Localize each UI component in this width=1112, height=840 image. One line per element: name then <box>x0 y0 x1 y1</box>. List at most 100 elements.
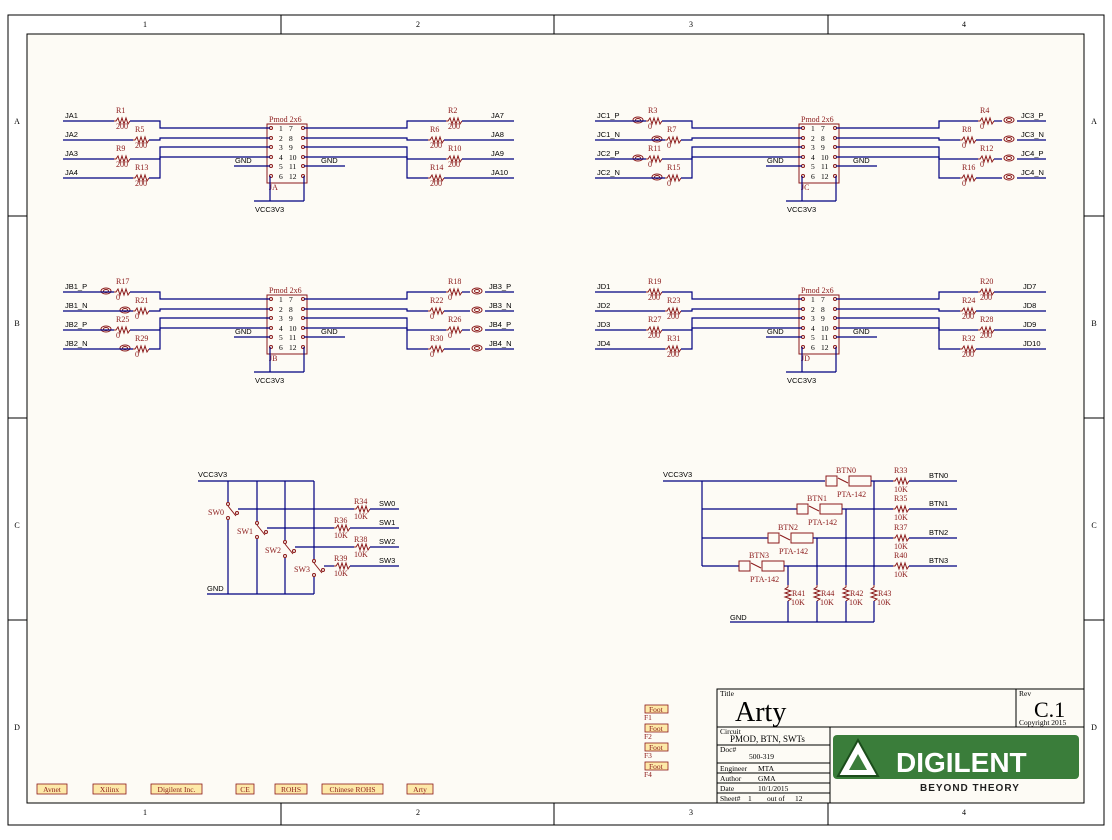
resistor-r16 <box>960 173 977 183</box>
resistor-ref: R27 <box>648 315 661 324</box>
bottom-tag-text: ROHS <box>281 785 301 794</box>
resistor-r15 <box>665 173 682 183</box>
copyright: Copyright 2015 <box>1019 718 1067 727</box>
resistor-ref: R5 <box>135 125 144 134</box>
port-symbol <box>1003 154 1015 162</box>
zone-row-right: C <box>1091 521 1096 530</box>
resistor-r26 <box>446 325 463 335</box>
net-label: JA2 <box>65 130 78 139</box>
resistor-ref: R22 <box>430 296 443 305</box>
switch-contact <box>283 540 287 544</box>
of-value: 12 <box>795 794 803 803</box>
pin-number: 1 <box>279 124 283 133</box>
foot-tag-text: Foot <box>649 724 664 733</box>
doc-value: 500-319 <box>749 752 774 761</box>
net-label: JB1_N <box>65 301 88 310</box>
resistor-value: 0 <box>448 293 452 302</box>
port-symbol <box>471 287 483 295</box>
resistor-ref: R13 <box>135 163 148 172</box>
zone-row-left: A <box>14 117 20 126</box>
date-value: 10/1/2015 <box>758 784 789 793</box>
wire <box>304 327 428 350</box>
zone-col-bottom: 4 <box>962 808 966 817</box>
wire <box>662 146 802 160</box>
button-body <box>767 532 780 544</box>
net-label: JA7 <box>491 111 504 120</box>
net-label: JA3 <box>65 149 78 158</box>
resistor-r38 <box>354 542 371 552</box>
resistor-value: 200 <box>648 331 660 340</box>
vcc-label: VCC3V3 <box>663 470 692 479</box>
foot-tag <box>644 742 669 752</box>
pin-number: 6 <box>279 343 283 352</box>
resistor-ref: R36 <box>334 516 347 525</box>
foot-tag-label: F3 <box>644 751 652 760</box>
resistor-r29 <box>133 344 150 354</box>
net-label: JC1_P <box>597 111 620 120</box>
connector-body <box>266 123 308 184</box>
wire <box>836 308 960 312</box>
wire <box>836 146 978 160</box>
resistor-value: 200 <box>116 122 128 131</box>
pin-number: 7 <box>289 124 293 133</box>
resistor-r21 <box>133 306 150 316</box>
resistor-ref: R15 <box>667 163 680 172</box>
net-label: JB4_N <box>489 339 512 348</box>
resistor-value: 10K <box>877 598 891 607</box>
vcc-label: VCC3V3 <box>787 376 816 385</box>
resistor-value: 200 <box>980 331 992 340</box>
net-label: JD4 <box>597 339 610 348</box>
foot-tag-text: Foot <box>649 743 664 752</box>
resistor-value: 200 <box>667 312 679 321</box>
net-label: JD7 <box>1023 282 1036 291</box>
foot-tag-label: F4 <box>644 770 652 779</box>
connector-type: Pmod 2x6 <box>801 115 834 124</box>
resistor-r34 <box>354 504 371 514</box>
resistor-value: 0 <box>135 350 139 359</box>
resistor-r2 <box>446 116 463 126</box>
resistor-value: 10K <box>791 598 805 607</box>
pin-number: 10 <box>821 153 829 162</box>
pin-number: 8 <box>821 305 825 314</box>
circuit-value: PMOD, BTN, SWTs <box>730 734 805 744</box>
button-ref: BTN1 <box>807 494 827 503</box>
resistor-r20 <box>978 287 995 297</box>
resistor-value: 200 <box>135 141 147 150</box>
port-symbol <box>100 287 112 295</box>
resistor-ref: R35 <box>894 494 907 503</box>
switch-contact <box>255 521 259 525</box>
net-label: JB3_N <box>489 301 512 310</box>
pin-number: 1 <box>279 295 283 304</box>
net-label: JC4_N <box>1021 168 1044 177</box>
net-label: JB4_P <box>489 320 511 329</box>
resistor-value: 200 <box>667 350 679 359</box>
port-symbol-inner <box>1006 137 1012 141</box>
resistor-ref: R8 <box>962 125 971 134</box>
net-label: JD9 <box>1023 320 1036 329</box>
resistor-r12 <box>978 154 995 164</box>
resistor-r32 <box>960 344 977 354</box>
pin-number: 12 <box>821 343 829 352</box>
pin-number: 10 <box>289 153 297 162</box>
resistor-value: 200 <box>448 160 460 169</box>
wire <box>662 120 802 129</box>
switch-ref: SW3 <box>294 565 310 574</box>
wire <box>304 120 446 129</box>
gnd-label: GND <box>767 327 784 336</box>
zone-row-right: D <box>1091 723 1097 732</box>
resistor-value: 0 <box>962 179 966 188</box>
pin-number: 9 <box>821 143 825 152</box>
resistor-r35 <box>893 504 910 514</box>
resistor-value: 200 <box>448 122 460 131</box>
net-label: JA9 <box>491 149 504 158</box>
pin-number: 4 <box>279 153 283 162</box>
resistor-ref: R2 <box>448 106 457 115</box>
resistor-r13 <box>133 173 150 183</box>
vcc-label: VCC3V3 <box>255 376 284 385</box>
resistor-r25 <box>114 325 131 335</box>
resistor-ref: R43 <box>878 589 891 598</box>
zone-col-top: 1 <box>143 20 147 29</box>
